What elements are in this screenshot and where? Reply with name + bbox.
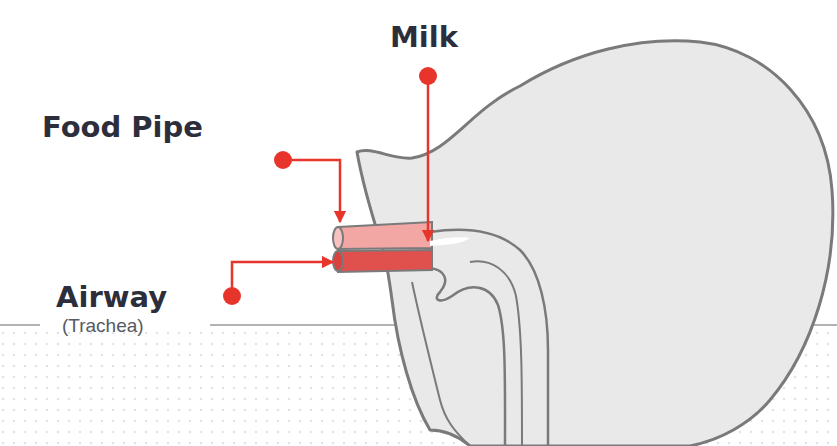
- milk-streak: [430, 237, 470, 246]
- throat-line: [430, 268, 505, 446]
- throat-line: [430, 230, 548, 446]
- airway-tube: [338, 250, 432, 272]
- ground-line: [0, 324, 40, 326]
- part-label: Food Pipe: [42, 110, 203, 144]
- food-pipe-opening: [333, 227, 343, 249]
- part-note: (Trachea): [62, 314, 144, 338]
- leader-line: [232, 262, 333, 296]
- part-label: Airway: [56, 280, 167, 314]
- leader-line: [283, 160, 340, 222]
- part-label: Milk: [390, 20, 458, 54]
- throat-line: [470, 261, 522, 446]
- airway-opening: [333, 251, 343, 271]
- leader-line: [427, 76, 430, 241]
- food-pipe-tube: [338, 222, 432, 249]
- neck-line: [412, 282, 470, 446]
